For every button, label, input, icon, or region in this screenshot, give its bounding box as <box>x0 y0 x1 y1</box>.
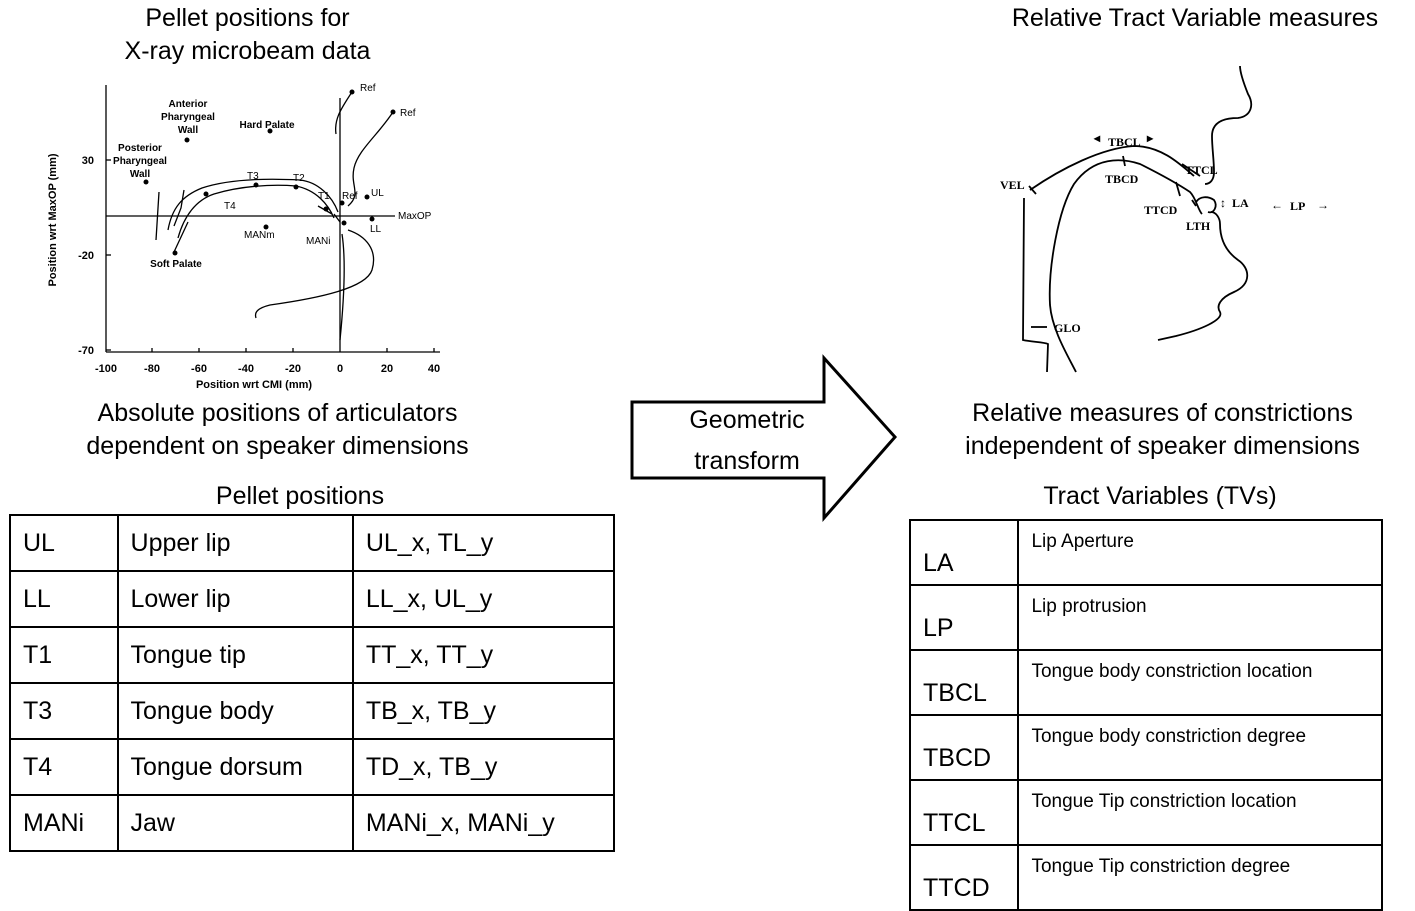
pellet-label-ul: UL <box>371 188 384 199</box>
pellet-label-ref: Ref <box>342 191 358 202</box>
pellet-code: MANi <box>9 794 119 852</box>
lp-arrow-right-icon: → <box>1317 198 1329 212</box>
tv-description: Lip protrusion <box>1017 584 1383 651</box>
tv-label-ttcd: TTCD <box>1144 203 1178 217</box>
right-caption: Relative measures of constrictions indep… <box>965 399 1360 460</box>
x-tick-label: 0 <box>337 363 343 375</box>
transform-arrow <box>630 354 898 522</box>
pellet-articulator: Jaw <box>116 794 354 852</box>
tv-description: Tongue body constriction location <box>1017 649 1383 716</box>
tbcl-arrow-left-icon: ◂ <box>1093 131 1101 145</box>
pellet-code: T4 <box>9 738 119 796</box>
y-tick-label: -20 <box>78 250 94 262</box>
pellet-articulator: Upper lip <box>116 514 354 572</box>
tv-label-lth: LTH <box>1186 219 1211 233</box>
pellet-label-manm: MANm <box>244 230 275 241</box>
pellet-label-ref: Ref <box>360 83 376 94</box>
left-caption: Absolute positions of articulators depen… <box>86 399 469 460</box>
x-tick-label: -60 <box>191 363 207 375</box>
tv-label-vel: VEL <box>1000 178 1025 192</box>
pellet-coordinates: MANi_x, MANi_y <box>351 794 616 852</box>
y-axis-label: Position wrt MaxOP (mm) <box>47 153 59 286</box>
pellet-label-ref: Ref <box>400 108 416 119</box>
tv-abbreviation: TTCD <box>908 844 1020 911</box>
pellet-label-t1: T1 <box>318 191 330 202</box>
pellet-coordinates: TB_x, TB_y <box>351 682 616 740</box>
tv-abbreviation: LA <box>908 519 1020 586</box>
left-table-title: Pellet positions <box>215 482 385 510</box>
tv-abbreviation: LP <box>908 584 1020 651</box>
pellet-label-mani: MANi <box>306 236 330 247</box>
tv-label-glo: GLO <box>1054 321 1081 335</box>
x-tick-label: 40 <box>428 363 440 375</box>
x-tick-label: -40 <box>238 363 254 375</box>
pellet-articulator: Lower lip <box>116 570 354 628</box>
pellet-label-ll: LL <box>370 224 382 235</box>
left-title: Pellet positions for X-ray microbeam dat… <box>124 4 371 65</box>
tv-abbreviation: TBCL <box>908 649 1020 716</box>
y-tick-label: 30 <box>82 155 94 167</box>
pellet-label-t4: T4 <box>224 201 236 212</box>
pellet-coordinates: TD_x, TB_y <box>351 738 616 796</box>
figure-canvas: -100 -80 -60 -40 -20 0 20 40 Position wr… <box>47 65 1329 522</box>
tv-label-la: LA <box>1232 196 1249 210</box>
tv-description: Tongue Tip constriction degree <box>1017 844 1383 911</box>
hard-palate-label: Hard Palate <box>239 120 294 131</box>
pellet-code: T3 <box>9 682 119 740</box>
pellet-coordinates: UL_x, TL_y <box>351 514 616 572</box>
x-axis-label: Position wrt CMI (mm) <box>196 379 312 391</box>
x-tick-label: 20 <box>381 363 393 375</box>
pellet-code: UL <box>9 514 119 572</box>
tv-label-tbcl: TBCL <box>1108 135 1141 149</box>
x-tick-label: -100 <box>95 363 117 375</box>
x-tick-label: -20 <box>285 363 301 375</box>
tv-label-ttcl: TTCL <box>1185 163 1218 177</box>
x-tick-label: -80 <box>144 363 160 375</box>
la-arrow-icon: ↕ <box>1220 196 1226 210</box>
lp-arrow-left-icon: ← <box>1271 198 1283 212</box>
tv-description: Tongue body constriction degree <box>1017 714 1383 781</box>
tv-description: Tongue Tip constriction location <box>1017 779 1383 846</box>
tv-description: Lip Aperture <box>1017 519 1383 586</box>
maxop-label: MaxOP <box>398 211 432 222</box>
pellet-coordinates: TT_x, TT_y <box>351 626 616 684</box>
tv-abbreviation: TTCL <box>908 779 1020 846</box>
soft-palate-label: Soft Palate <box>150 259 202 270</box>
pellet-code: T1 <box>9 626 119 684</box>
tv-abbreviation: TBCD <box>908 714 1020 781</box>
tbcl-arrow-right-icon: ▸ <box>1146 131 1154 145</box>
pellet-label-t3: T3 <box>247 171 259 182</box>
pellet-articulator: Tongue tip <box>116 626 354 684</box>
pellet-articulator: Tongue body <box>116 682 354 740</box>
y-tick-label: -70 <box>78 345 94 357</box>
tv-label-tbcd: TBCD <box>1105 172 1139 186</box>
pellet-code: LL <box>9 570 119 628</box>
right-table-title: Tract Variables (TVs) <box>1043 482 1277 510</box>
pellet-articulator: Tongue dorsum <box>116 738 354 796</box>
tv-label-lp: LP <box>1290 199 1305 213</box>
pellet-label-t2: T2 <box>293 173 305 184</box>
right-title: Relative Tract Variable measures <box>1011 4 1379 32</box>
pellet-coordinates: LL_x, UL_y <box>351 570 616 628</box>
